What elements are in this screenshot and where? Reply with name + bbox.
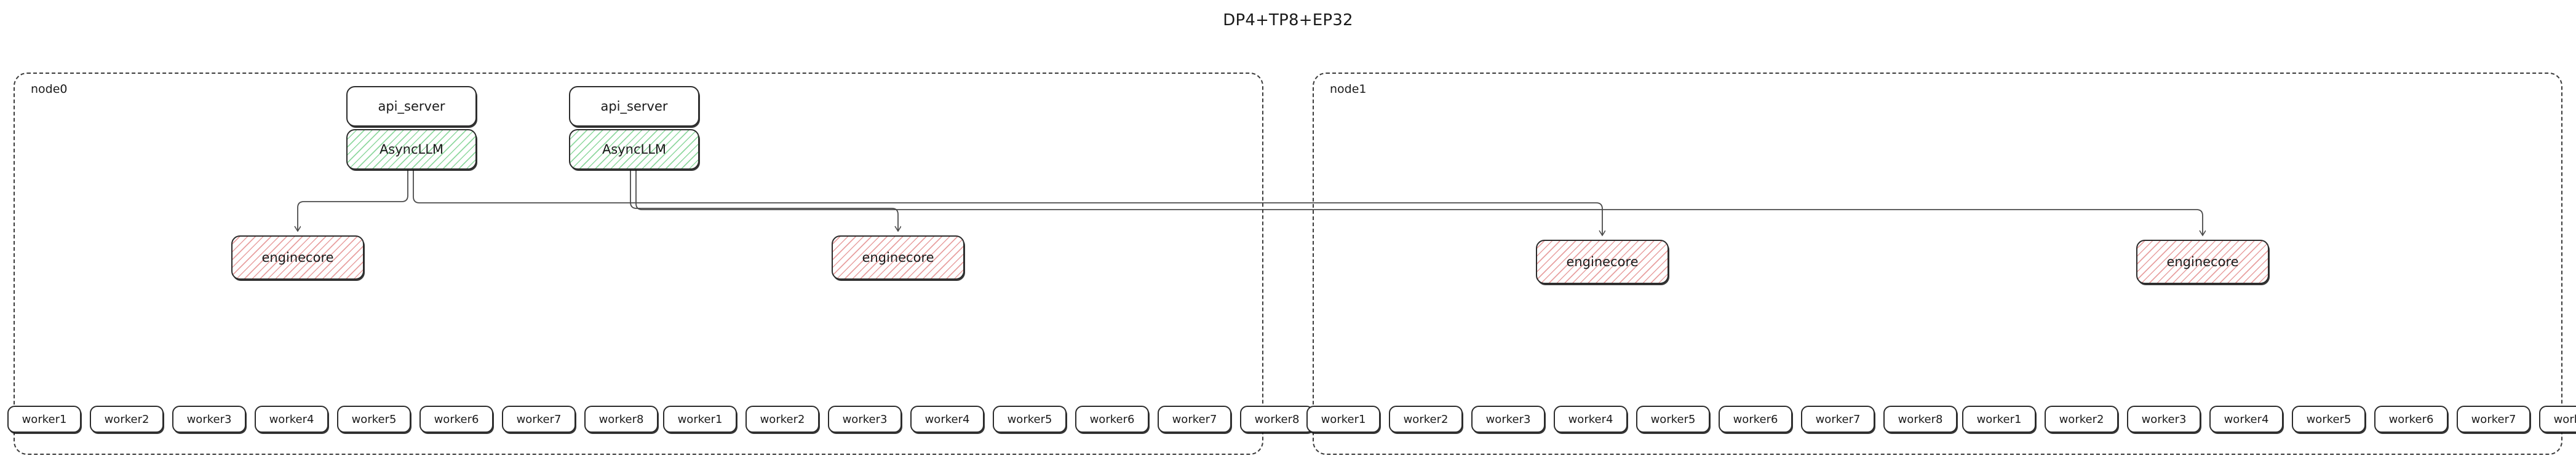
worker-box-label: worker3 — [186, 412, 232, 426]
worker-box[interactable]: worker6 — [419, 406, 493, 433]
enginecore-box-label: enginecore — [1566, 254, 1639, 269]
worker-box-label: worker2 — [1403, 412, 1449, 426]
enginecore-box-label: enginecore — [261, 250, 334, 265]
node-cluster-node1: node1 — [1313, 73, 2562, 455]
worker-box-label: worker7 — [1815, 412, 1861, 426]
worker-box-label: worker7 — [516, 412, 562, 426]
worker-box[interactable]: worker5 — [337, 406, 411, 433]
worker-box[interactable]: worker3 — [2127, 406, 2201, 433]
node-cluster-label-node1: node1 — [1330, 82, 1367, 96]
worker-box-label: worker4 — [924, 412, 970, 426]
worker-box[interactable]: worker6 — [1719, 406, 1792, 433]
worker-box[interactable]: worker8 — [584, 406, 658, 433]
worker-box[interactable]: worker3 — [828, 406, 902, 433]
worker-box[interactable]: worker5 — [2292, 406, 2366, 433]
api-server-box-label: api_server — [378, 99, 445, 114]
worker-box-label: worker2 — [2059, 412, 2104, 426]
worker-box-label: worker6 — [2388, 412, 2434, 426]
worker-box[interactable]: worker1 — [1306, 406, 1380, 433]
api-server-box[interactable]: api_server — [569, 86, 699, 127]
worker-box-label: worker5 — [351, 412, 397, 426]
worker-box[interactable]: worker4 — [910, 406, 984, 433]
worker-box-label: worker3 — [1485, 412, 1531, 426]
worker-box-label: worker8 — [1254, 412, 1300, 426]
worker-box[interactable]: worker7 — [1801, 406, 1875, 433]
worker-box[interactable]: worker3 — [1471, 406, 1545, 433]
async-llm-box-label: AsyncLLM — [379, 142, 444, 157]
worker-box-label: worker1 — [22, 412, 67, 426]
worker-box[interactable]: worker6 — [1075, 406, 1149, 433]
node-cluster-label-node0: node0 — [31, 82, 68, 96]
node-cluster-node0: node0 — [14, 73, 1263, 455]
worker-box-label: worker1 — [1321, 412, 1366, 426]
api-server-box[interactable]: api_server — [346, 86, 477, 127]
worker-box-label: worker3 — [2141, 412, 2187, 426]
async-llm-box[interactable]: AsyncLLM — [346, 129, 477, 170]
worker-box-label: worker3 — [842, 412, 888, 426]
worker-box[interactable]: worker5 — [1636, 406, 1710, 433]
worker-box[interactable]: worker1 — [1962, 406, 2036, 433]
worker-box-label: worker7 — [1172, 412, 1217, 426]
worker-box[interactable]: worker8 — [2539, 406, 2576, 433]
worker-box-label: worker1 — [1976, 412, 2022, 426]
worker-box-label: worker4 — [269, 412, 314, 426]
worker-box[interactable]: worker2 — [745, 406, 819, 433]
worker-box[interactable]: worker6 — [2374, 406, 2448, 433]
async-llm-box-label: AsyncLLM — [602, 142, 667, 157]
worker-box-label: worker5 — [1650, 412, 1696, 426]
enginecore-box-label: enginecore — [2166, 254, 2239, 269]
worker-box[interactable]: worker8 — [1240, 406, 1314, 433]
worker-box[interactable]: worker2 — [90, 406, 164, 433]
worker-box[interactable]: worker4 — [2209, 406, 2283, 433]
worker-box-label: worker8 — [598, 412, 644, 426]
worker-box-label: worker6 — [1733, 412, 1778, 426]
enginecore-box[interactable]: enginecore — [832, 235, 964, 280]
worker-box[interactable]: worker5 — [993, 406, 1067, 433]
worker-box[interactable]: worker2 — [1389, 406, 1463, 433]
api-server-box-label: api_server — [600, 99, 668, 114]
worker-box[interactable]: worker3 — [172, 406, 246, 433]
worker-box-label: worker2 — [760, 412, 805, 426]
worker-box-label: worker2 — [104, 412, 149, 426]
worker-box[interactable]: worker8 — [1883, 406, 1957, 433]
worker-box[interactable]: worker4 — [255, 406, 328, 433]
worker-box[interactable]: worker2 — [2045, 406, 2118, 433]
worker-box-label: worker1 — [677, 412, 723, 426]
worker-box-label: worker8 — [2553, 412, 2576, 426]
page-title: DP4+TP8+EP32 — [1223, 11, 1353, 30]
worker-box-label: worker4 — [2224, 412, 2269, 426]
worker-box-label: worker6 — [1089, 412, 1135, 426]
enginecore-box[interactable]: enginecore — [231, 235, 364, 280]
worker-box[interactable]: worker7 — [502, 406, 576, 433]
enginecore-box[interactable]: enginecore — [1536, 240, 1669, 284]
enginecore-box-label: enginecore — [862, 250, 934, 265]
worker-box-label: worker6 — [434, 412, 479, 426]
worker-box[interactable]: worker1 — [663, 406, 737, 433]
worker-box-label: worker5 — [1007, 412, 1052, 426]
worker-box-label: worker8 — [1898, 412, 1943, 426]
worker-box[interactable]: worker7 — [2457, 406, 2530, 433]
worker-box[interactable]: worker1 — [7, 406, 81, 433]
worker-box-label: worker4 — [1568, 412, 1613, 426]
worker-box[interactable]: worker4 — [1554, 406, 1628, 433]
worker-box-label: worker7 — [2471, 412, 2516, 426]
worker-box-label: worker5 — [2306, 412, 2351, 426]
worker-box[interactable]: worker7 — [1158, 406, 1231, 433]
async-llm-box[interactable]: AsyncLLM — [569, 129, 699, 170]
enginecore-box[interactable]: enginecore — [2136, 240, 2269, 284]
